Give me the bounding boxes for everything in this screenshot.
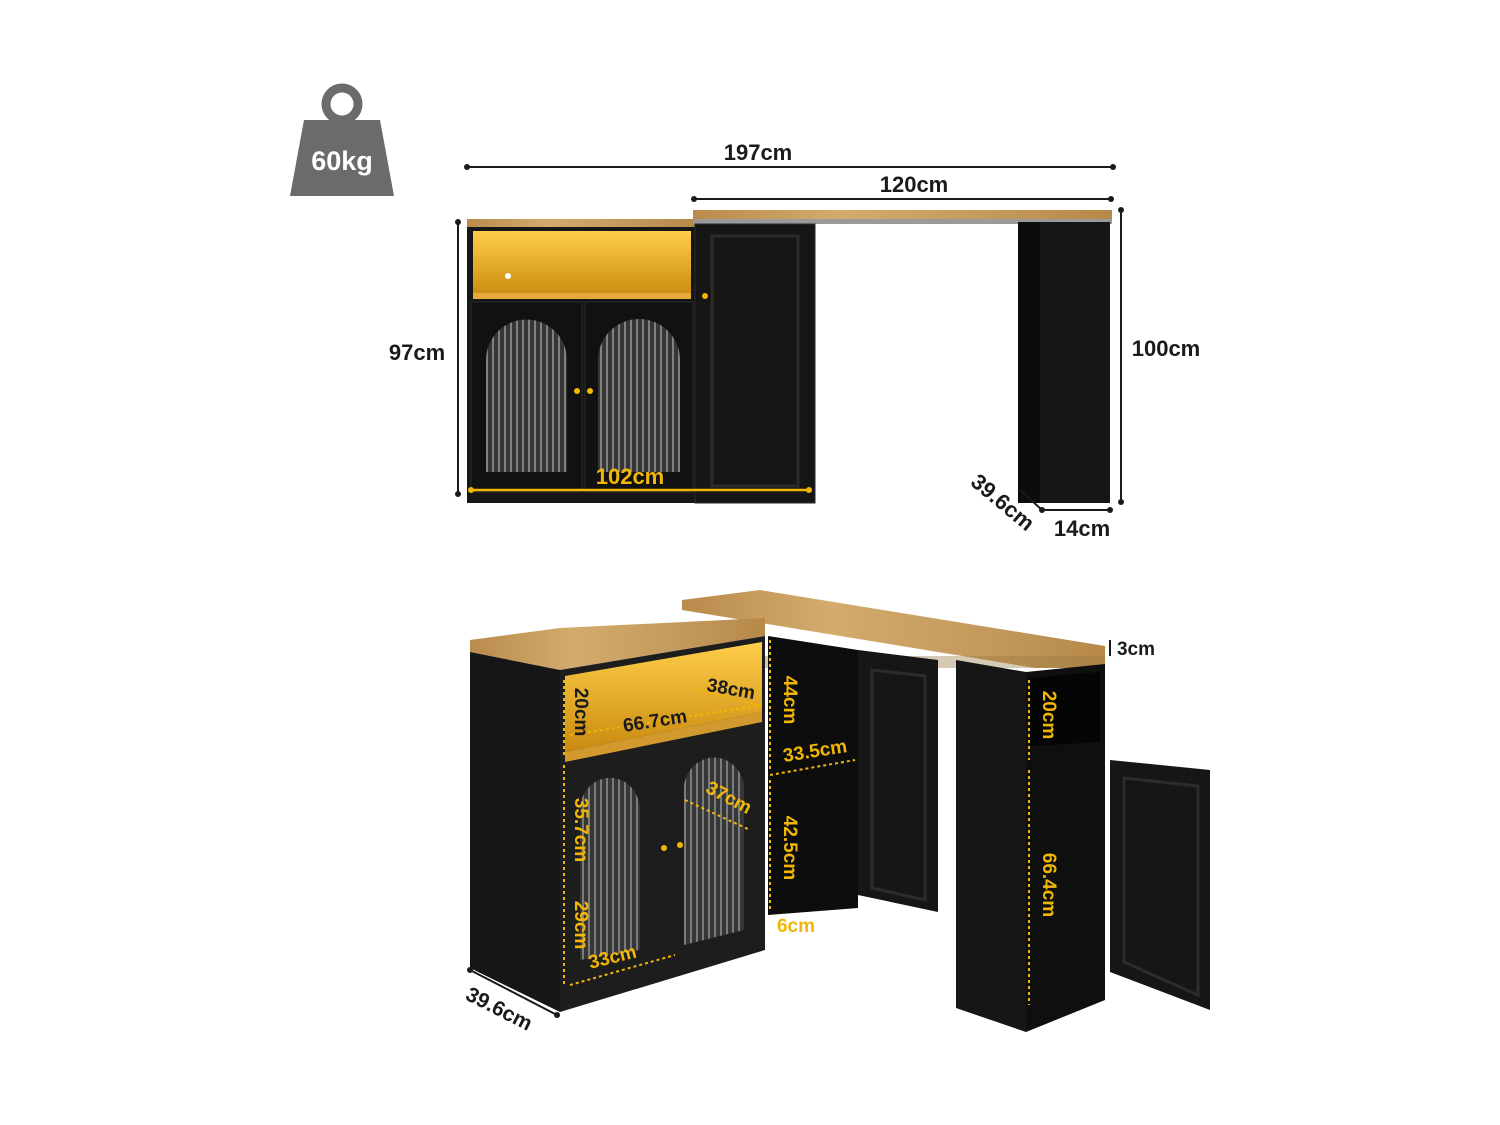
dim-side-width: 14cm [1054,516,1110,541]
dim-cabinet-height: 97cm [389,340,445,365]
perspective-view [467,590,1210,1032]
dim-door-top-compartment: 44cm [779,676,800,725]
dim-door-bottom-compartment: 42.5cm [779,816,800,880]
dim-desk-height: 100cm [1132,336,1201,361]
weight-icon [290,83,394,196]
dim-side-top-compartment: 20cm [1038,691,1059,740]
dim-total-width: 197cm [724,140,793,165]
front-view [455,164,1124,513]
dim-desk-width: 120cm [880,172,949,197]
dim-glass-lower: 29cm [570,901,591,950]
dim-base-height: 6cm [777,916,815,937]
dim-top-thickness: 3cm [1117,639,1155,660]
dim-glass-upper: 35.7cm [570,798,591,862]
dim-cabinet-width: 102cm [596,464,665,489]
weight-label: 60kg [311,146,373,176]
dim-side-bottom-compartment: 66.4cm [1038,853,1059,917]
dim-open-shelf-height: 20cm [570,688,591,737]
